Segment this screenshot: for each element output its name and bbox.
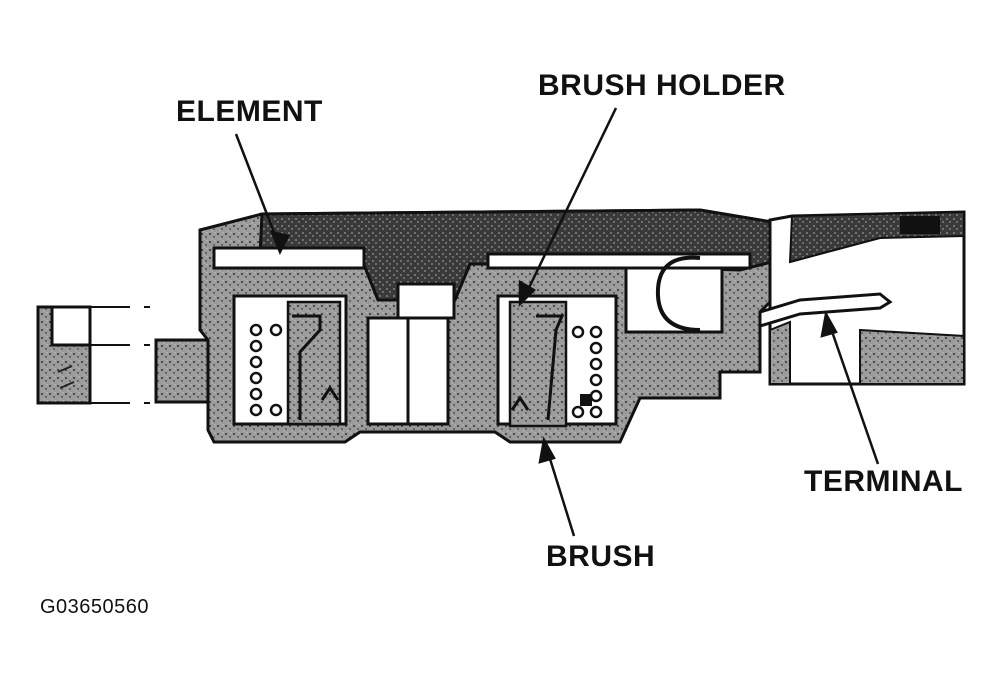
figure-id: G03650560 bbox=[40, 596, 150, 618]
leader-lines bbox=[234, 107, 880, 537]
label-brush: BRUSH bbox=[546, 540, 656, 573]
label-brush-holder: BRUSH HOLDER bbox=[538, 69, 786, 102]
left-stub bbox=[36, 305, 150, 405]
brush-right bbox=[510, 314, 592, 421]
brush-left bbox=[292, 314, 340, 420]
terminal-connector bbox=[758, 210, 966, 386]
right-spring bbox=[571, 325, 603, 419]
element-body bbox=[154, 208, 774, 444]
left-spring bbox=[249, 323, 283, 417]
label-element: ELEMENT bbox=[176, 95, 323, 128]
label-terminal: TERMINAL bbox=[804, 465, 963, 498]
